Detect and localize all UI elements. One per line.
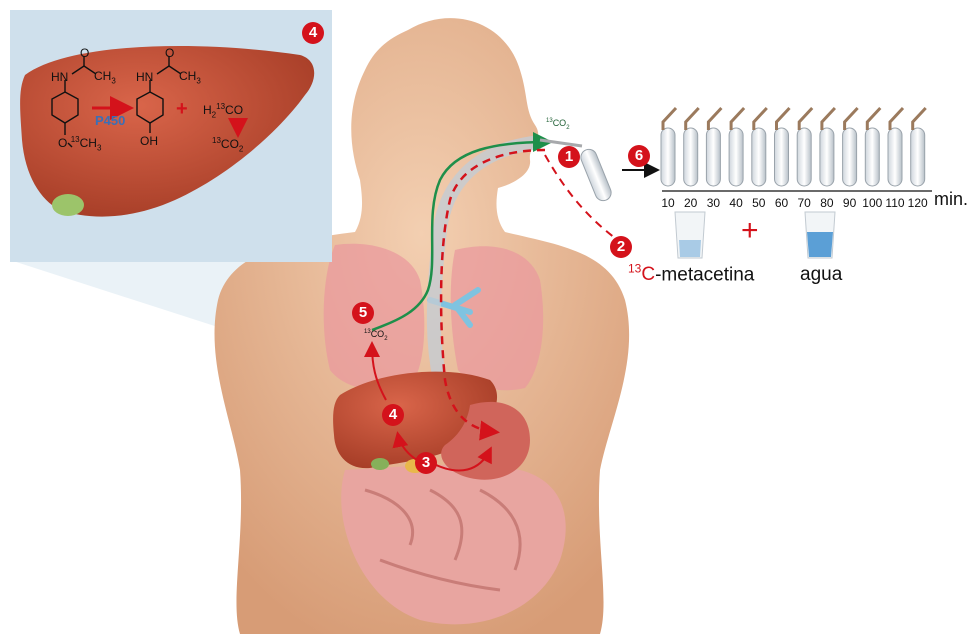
reactant-methoxy: O 13CH3: [58, 135, 101, 152]
time-tick-label: 70: [792, 196, 816, 210]
sample-tube: [729, 128, 743, 186]
water-label: agua: [800, 264, 842, 286]
sample-tube: [865, 128, 879, 186]
sample-tube: [706, 128, 720, 186]
badge-4: 4: [382, 404, 404, 426]
badge-6: 6: [628, 145, 650, 167]
badge-5: 5: [352, 302, 374, 324]
reaction-plus: +: [176, 98, 188, 121]
sample-tube-straw: [663, 108, 676, 130]
time-tick-label: 50: [747, 196, 771, 210]
sample-tube-straw: [686, 108, 699, 130]
time-tick-label: 10: [656, 196, 680, 210]
sample-tube: [684, 128, 698, 186]
inset-gallbladder: [52, 194, 84, 216]
sample-tube: [661, 128, 675, 186]
sample-tube-straw: [845, 108, 858, 130]
reactant-acetyl-ch3: CH3: [94, 69, 116, 85]
product-oh: OH: [140, 134, 158, 148]
sample-tube: [775, 128, 789, 186]
time-tick-label: 20: [679, 196, 703, 210]
reactant-nh: HN: [51, 70, 68, 84]
badge-2: 2: [610, 236, 632, 258]
reactant-carbonyl-o: O: [80, 46, 89, 60]
badge-3: 3: [415, 452, 437, 474]
collection-tube: [578, 147, 613, 203]
time-unit-label: min.: [934, 189, 968, 210]
sample-tube: [843, 128, 857, 186]
sample-tube-straw: [754, 108, 767, 130]
enzyme-label: P450: [95, 113, 125, 128]
metacetin-label: 13C-metacetina: [628, 262, 754, 286]
time-tick-label: 110: [883, 196, 907, 210]
sample-tube-straw: [867, 108, 880, 130]
time-tick-label: 120: [906, 196, 930, 210]
sample-tube-straw: [822, 108, 835, 130]
sample-tube: [797, 128, 811, 186]
sample-tube-straw: [799, 108, 812, 130]
sample-tube-straw: [731, 108, 744, 130]
formaldehyde-label: H213CO: [203, 102, 243, 119]
sample-tube: [752, 128, 766, 186]
sample-tube: [911, 128, 925, 186]
badge-1: 1: [558, 146, 580, 168]
time-tick-label: 30: [701, 196, 725, 210]
product-acetyl-ch3: CH3: [179, 69, 201, 85]
sample-tube: [888, 128, 902, 186]
dose-plus: +: [741, 214, 759, 248]
inset-co2-label: 13CO2: [212, 136, 243, 153]
sample-tube-straw: [913, 108, 926, 130]
badge-4-inset: 4: [302, 22, 324, 44]
product-nh: HN: [136, 70, 153, 84]
time-tick-label: 60: [770, 196, 794, 210]
lung-co2-label: 13CO2: [364, 329, 388, 342]
sample-tubes: [661, 108, 926, 186]
metacetin-glass: [675, 212, 705, 258]
time-tick-label: 100: [860, 196, 884, 210]
time-tick-label: 80: [815, 196, 839, 210]
water-glass: [805, 212, 835, 258]
body-gallbladder: [371, 458, 389, 470]
sample-tube: [820, 128, 834, 186]
sample-tube-straw: [890, 108, 903, 130]
breath-co2-label: 13CO2: [546, 118, 570, 131]
sample-tube-straw: [777, 108, 790, 130]
time-tick-label: 90: [838, 196, 862, 210]
time-tick-label: 40: [724, 196, 748, 210]
product-carbonyl-o: O: [165, 46, 174, 60]
sample-tube-straw: [708, 108, 721, 130]
